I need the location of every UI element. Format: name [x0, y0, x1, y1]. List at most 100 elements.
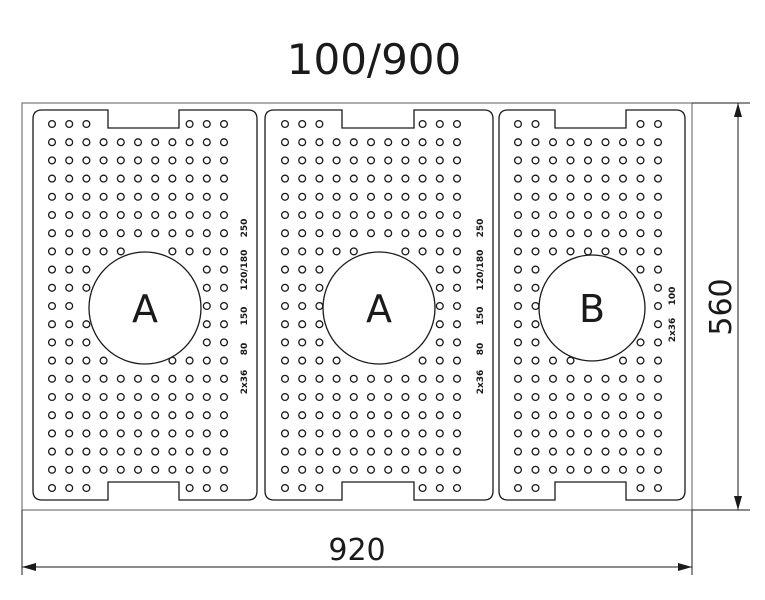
width-dimension-label: 920: [328, 533, 385, 568]
perforation-hole: [219, 138, 229, 147]
perforation-hole: [315, 301, 324, 311]
perforation-hole: [99, 138, 108, 147]
perforation-hole: [116, 156, 125, 165]
perforation-hole: [366, 374, 376, 383]
perforation-hole: [185, 174, 194, 183]
perforation-hole: [349, 411, 358, 420]
perforation-hole: [65, 301, 74, 311]
perforation-hole: [636, 483, 645, 493]
width-arrow-right: [678, 563, 692, 571]
perforation-hole: [513, 374, 523, 383]
perforation-hole: [332, 247, 341, 256]
perforation-hole: [65, 174, 74, 183]
perforation-hole: [65, 374, 74, 383]
perforation-hole: [47, 320, 57, 329]
perforation-hole: [185, 429, 194, 438]
perforation-hole: [513, 465, 523, 474]
perforation-hole: [219, 119, 229, 129]
perforation-hole: [566, 174, 575, 183]
perforation-hole: [531, 283, 540, 292]
perforation-hole: [298, 156, 307, 165]
height-arrow-bottom: [734, 496, 742, 510]
perforation-hole: [315, 229, 324, 238]
perforation-hole: [202, 119, 211, 129]
perforation-hole: [513, 411, 523, 420]
perforation-hole: [636, 174, 645, 183]
perforation-hole: [47, 283, 57, 292]
perforation-hole: [82, 192, 91, 201]
perforation-hole: [531, 483, 540, 493]
side-mark: 250: [240, 219, 250, 238]
perforation-hole: [202, 338, 211, 347]
perforation-hole: [280, 265, 290, 274]
perforation-hole: [151, 429, 160, 438]
perforation-hole: [315, 374, 324, 383]
perforation-hole: [116, 229, 125, 238]
perforation-hole: [583, 229, 593, 238]
perforation-hole: [280, 156, 290, 165]
perforation-hole: [531, 247, 540, 256]
perforation-hole: [116, 210, 125, 220]
perforation-hole: [168, 392, 177, 402]
perforation-hole: [298, 374, 307, 383]
perforation-hole: [418, 229, 427, 238]
perforation-hole: [513, 156, 523, 165]
perforation-hole: [401, 156, 410, 165]
perforation-hole: [601, 392, 610, 402]
perforation-hole: [636, 374, 645, 383]
perforation-hole: [653, 156, 663, 165]
perforation-hole: [298, 483, 307, 493]
perforation-hole: [531, 374, 540, 383]
perforation-hole: [332, 465, 341, 474]
perforation-hole: [435, 338, 444, 347]
perforation-hole: [65, 483, 74, 493]
perforation-hole: [65, 265, 74, 274]
perforation-hole: [452, 356, 462, 365]
perforation-hole: [82, 392, 91, 402]
perforation-hole: [452, 447, 462, 456]
perforation-hole: [513, 483, 523, 493]
perforation-hole: [202, 138, 211, 147]
perforation-hole: [202, 301, 211, 311]
perforation-hole: [82, 156, 91, 165]
perforation-hole: [531, 465, 540, 474]
perforation-hole: [65, 411, 74, 420]
perforation-hole: [315, 283, 324, 292]
perforation-hole: [548, 229, 558, 238]
perforation-hole: [315, 392, 324, 402]
perforation-hole: [280, 483, 290, 493]
perforation-hole: [280, 465, 290, 474]
perforation-hole: [401, 374, 410, 383]
perforation-hole: [653, 174, 663, 183]
perforation-hole: [636, 119, 645, 129]
perforation-hole: [82, 483, 91, 493]
perforation-hole: [168, 465, 177, 474]
perforation-hole: [99, 465, 108, 474]
perforation-hole: [219, 356, 229, 365]
perforation-hole: [513, 119, 523, 129]
perforation-hole: [566, 411, 575, 420]
panel-outline: [498, 109, 686, 501]
perforation-hole: [219, 411, 229, 420]
perforation-hole: [298, 210, 307, 220]
perforation-hole: [401, 247, 410, 256]
perforation-hole: [332, 229, 341, 238]
perforation-hole: [65, 156, 74, 165]
perforation-hole: [548, 411, 558, 420]
perforation-hole: [168, 210, 177, 220]
perforation-hole: [452, 210, 462, 220]
perforation-hole: [116, 465, 125, 474]
perforation-hole: [531, 392, 540, 402]
perforation-hole: [202, 447, 211, 456]
perforation-hole: [418, 447, 427, 456]
perforation-hole: [219, 247, 229, 256]
perforation-hole: [47, 156, 57, 165]
perforation-hole: [583, 210, 593, 220]
perforation-hole: [349, 374, 358, 383]
perforation-hole: [99, 210, 108, 220]
perforation-hole: [401, 229, 410, 238]
perforation-hole: [47, 374, 57, 383]
perforation-hole: [133, 174, 143, 183]
